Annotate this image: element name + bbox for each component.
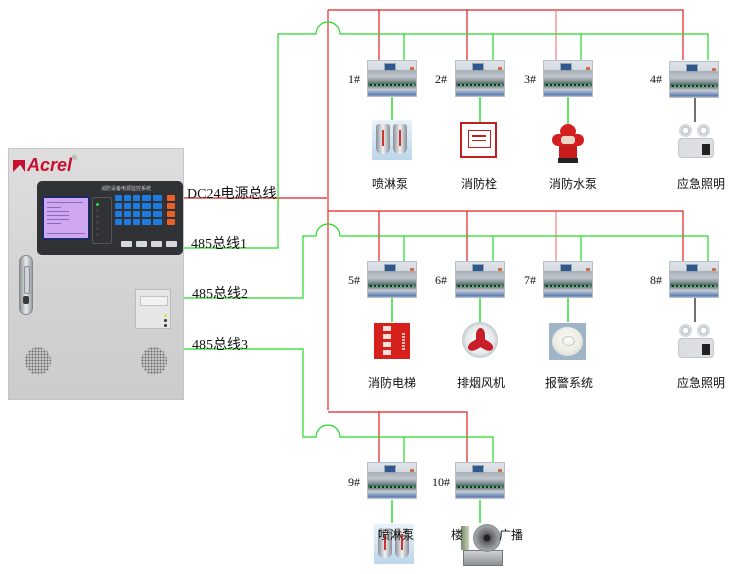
device-label-left: 楼 (451, 528, 464, 542)
dc24-branch-mid (328, 210, 684, 261)
receipt-printer (135, 289, 171, 329)
bus-label-485-1: 485总线1 (191, 237, 247, 252)
monitoring-module-5 (367, 261, 417, 298)
module-number: 9# (348, 475, 360, 489)
emergency-light-icon (676, 122, 716, 162)
device-label-right: 广播 (499, 528, 524, 542)
fire-hydrant-box-icon (460, 122, 497, 158)
device-label: 应急照明 (677, 376, 726, 390)
module-number: 6# (435, 273, 447, 287)
sprinkler-icon (372, 120, 412, 160)
monitoring-module-3 (543, 60, 593, 97)
function-key (121, 241, 132, 247)
status-led-panel (92, 197, 112, 244)
monitoring-module-7 (543, 261, 593, 298)
module-number: 2# (435, 72, 447, 86)
device-label: 排烟风机 (457, 376, 506, 390)
brand-name: Acrel (27, 155, 73, 175)
rs485-bus-2 (184, 223, 709, 299)
module-number: 8# (650, 273, 662, 287)
module-number: 10# (432, 475, 450, 489)
speaker-grille-icon (25, 347, 51, 375)
broadcast-speaker-icon (461, 524, 505, 568)
bus-label-485-3: 485总线3 (192, 338, 248, 353)
dc24-branch-bottom (328, 411, 468, 462)
function-key (166, 241, 177, 247)
device-label: 报警系统 (545, 376, 594, 390)
module-number: 3# (524, 72, 536, 86)
device-label: 喷淋泵 (372, 177, 409, 191)
acrel-logo-mark-icon (13, 160, 25, 172)
module-number: 4# (650, 72, 662, 86)
lcd-screen (42, 196, 90, 240)
status-led-icon (96, 203, 99, 206)
device-label: 应急照明 (677, 177, 726, 191)
sprinkler-icon (374, 524, 414, 564)
status-led-icon (96, 215, 99, 218)
status-led-icon (96, 233, 99, 236)
monitoring-module-10 (455, 462, 505, 499)
smoke-detector-icon (549, 323, 586, 360)
module-number: 5# (348, 273, 360, 287)
cabinet-door-handle (19, 255, 33, 315)
monitoring-module-2 (455, 60, 505, 97)
device-label: 喷淋泵 (378, 528, 415, 542)
registered-mark: ® (72, 155, 78, 162)
module-number: 1# (348, 72, 360, 86)
status-led-icon (96, 209, 99, 212)
rs485-bus-3 (184, 348, 494, 462)
bus-label-485-2: 485总线2 (192, 287, 248, 302)
bus-label-dc24: DC24电源总线 (187, 187, 277, 202)
monitoring-module-4 (669, 61, 719, 98)
dc24-branch-top (328, 9, 684, 60)
smoke-exhaust-fan-icon (462, 322, 498, 358)
device-label: 消防栓 (461, 177, 498, 191)
emergency-light-icon (676, 322, 716, 362)
module-number: 7# (524, 273, 536, 287)
console-title: 消防设备电源监控系统 (101, 186, 152, 192)
monitoring-cabinet: Acrel® 消防设备电源监控系统 (8, 148, 184, 400)
monitoring-module-8 (669, 261, 719, 298)
function-key (136, 241, 147, 247)
rs485-bus-1 (184, 21, 709, 249)
lock-icon (23, 296, 29, 304)
status-led-icon (96, 221, 99, 224)
monitoring-module-1 (367, 60, 417, 97)
device-label: 消防电梯 (368, 376, 417, 390)
status-led-icon (96, 227, 99, 230)
fire-hydrant-icon (550, 124, 586, 164)
monitoring-module-9 (367, 462, 417, 499)
control-console: 消防设备电源监控系统 (37, 181, 183, 255)
speaker-grille-icon (141, 347, 167, 375)
acrel-logo: Acrel® (13, 155, 77, 176)
monitoring-module-6 (455, 261, 505, 298)
keypad (115, 195, 177, 229)
function-key (151, 241, 162, 247)
device-label: 消防水泵 (549, 177, 598, 191)
fire-elevator-sign-icon (374, 323, 410, 359)
